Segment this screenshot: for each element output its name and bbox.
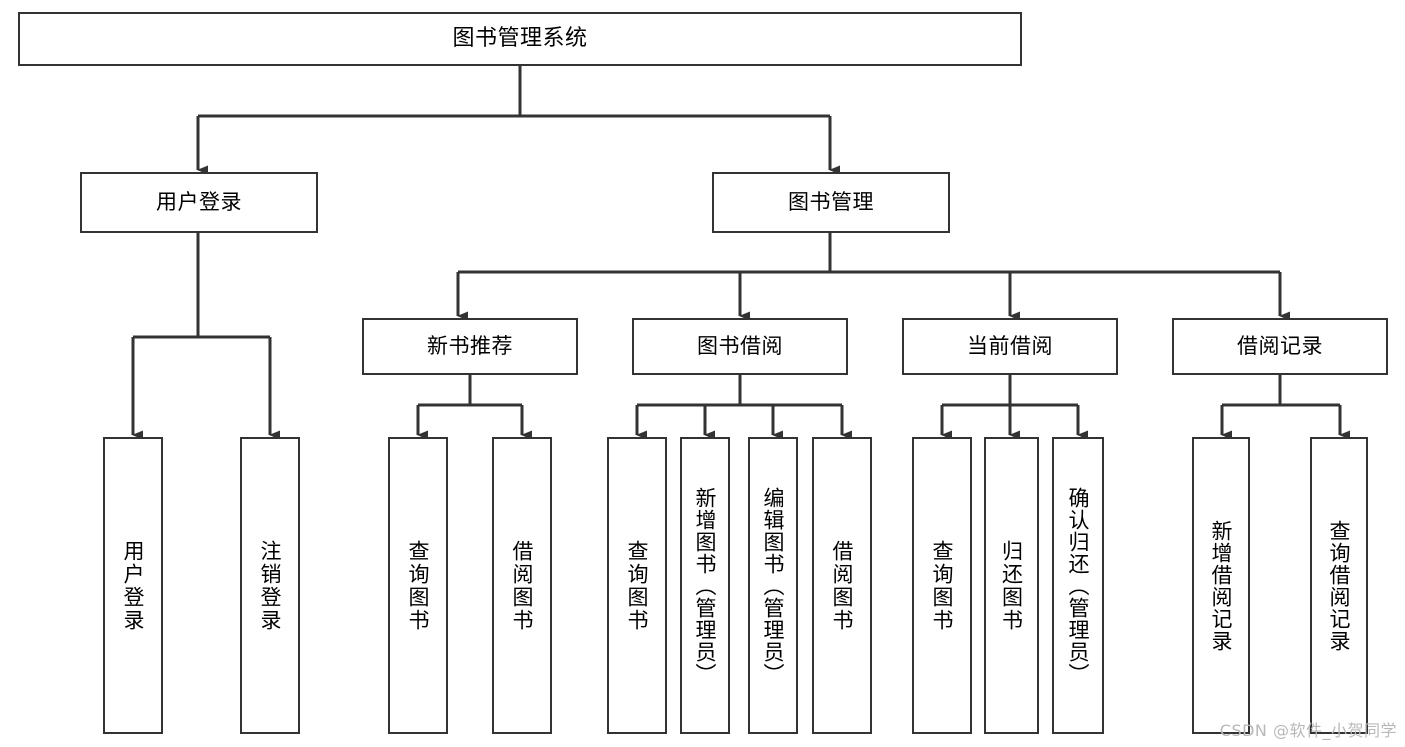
node-leaf-query-book-borrow[interactable]: 查询图书: [607, 437, 667, 734]
node-label: 查询图书: [406, 539, 431, 632]
node-leaf-return-book[interactable]: 归还图书: [984, 437, 1039, 734]
node-new-book-recommend[interactable]: 新书推荐: [362, 318, 578, 375]
node-label: 确认归还（管理员）: [1066, 486, 1091, 685]
node-label: 查询借阅记录: [1327, 519, 1352, 652]
node-leaf-logout-login[interactable]: 注销登录: [240, 437, 300, 734]
node-borrow-record[interactable]: 借阅记录: [1172, 318, 1388, 375]
node-label: 编辑图书（管理员）: [761, 486, 786, 685]
node-user-login[interactable]: 用户登录: [80, 172, 318, 233]
node-label: 新书推荐: [427, 334, 513, 359]
node-leaf-confirm-return[interactable]: 确认归还（管理员）: [1052, 437, 1104, 734]
node-label: 图书借阅: [697, 334, 783, 359]
node-current-borrow[interactable]: 当前借阅: [902, 318, 1118, 375]
node-label: 图书管理系统: [452, 26, 588, 52]
node-label: 当前借阅: [967, 334, 1053, 359]
node-label: 用户登录: [156, 190, 242, 215]
node-book-borrow[interactable]: 图书借阅: [632, 318, 848, 375]
node-label: 图书管理: [788, 190, 874, 215]
node-book-management[interactable]: 图书管理: [712, 172, 950, 233]
node-leaf-query-book-current[interactable]: 查询图书: [912, 437, 972, 734]
csdn-watermark: CSDN @软件_小贺同学: [1219, 721, 1397, 740]
node-label: 查询图书: [930, 539, 955, 632]
node-label: 借阅记录: [1237, 334, 1323, 359]
node-root-book-management-system[interactable]: 图书管理系统: [18, 12, 1022, 66]
node-leaf-query-book-recommend[interactable]: 查询图书: [388, 437, 448, 734]
node-label: 新增借阅记录: [1209, 519, 1234, 652]
node-leaf-edit-book[interactable]: 编辑图书（管理员）: [748, 437, 798, 734]
node-label: 借阅图书: [510, 539, 535, 632]
node-label: 新增图书（管理员）: [693, 486, 718, 685]
node-label: 用户登录: [121, 539, 146, 632]
node-label: 归还图书: [999, 539, 1024, 632]
node-leaf-borrow-book[interactable]: 借阅图书: [812, 437, 872, 734]
node-leaf-add-borrow-record[interactable]: 新增借阅记录: [1192, 437, 1250, 734]
node-leaf-query-borrow-record[interactable]: 查询借阅记录: [1310, 437, 1368, 734]
node-leaf-user-login[interactable]: 用户登录: [103, 437, 163, 734]
node-leaf-borrow-book-recommend[interactable]: 借阅图书: [492, 437, 552, 734]
node-label: 借阅图书: [830, 539, 855, 632]
node-leaf-add-book[interactable]: 新增图书（管理员）: [680, 437, 730, 734]
node-label: 注销登录: [258, 539, 283, 632]
node-label: 查询图书: [625, 539, 650, 632]
